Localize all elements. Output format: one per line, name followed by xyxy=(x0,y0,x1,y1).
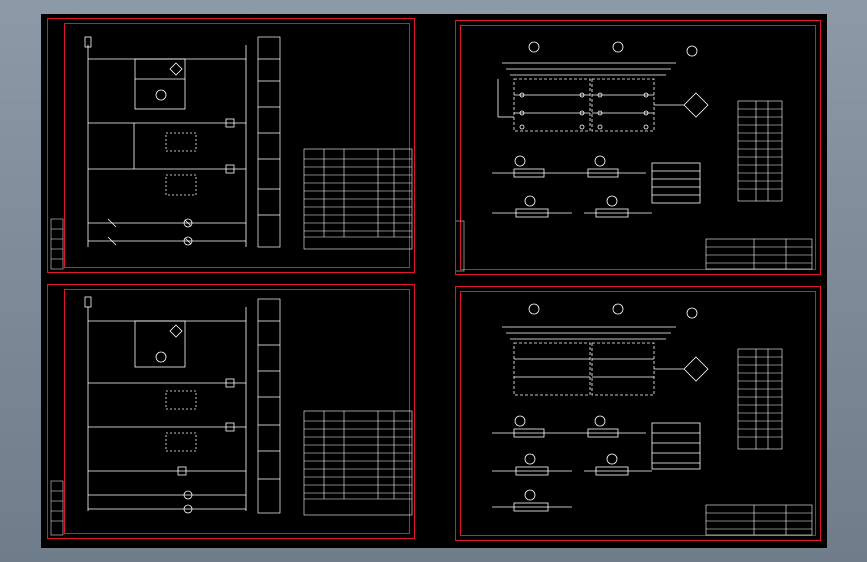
sheet-top-left[interactable] xyxy=(47,18,415,273)
cad-viewport[interactable] xyxy=(41,14,827,548)
circuit-schematic xyxy=(50,36,413,270)
circuit-schematic xyxy=(50,296,413,536)
sheet-bottom-right[interactable] xyxy=(455,286,821,541)
circuit-schematic xyxy=(456,41,813,272)
sheet-top-right[interactable] xyxy=(455,20,821,275)
circuit-schematic xyxy=(492,303,813,536)
sheet-bottom-left[interactable] xyxy=(47,284,415,539)
